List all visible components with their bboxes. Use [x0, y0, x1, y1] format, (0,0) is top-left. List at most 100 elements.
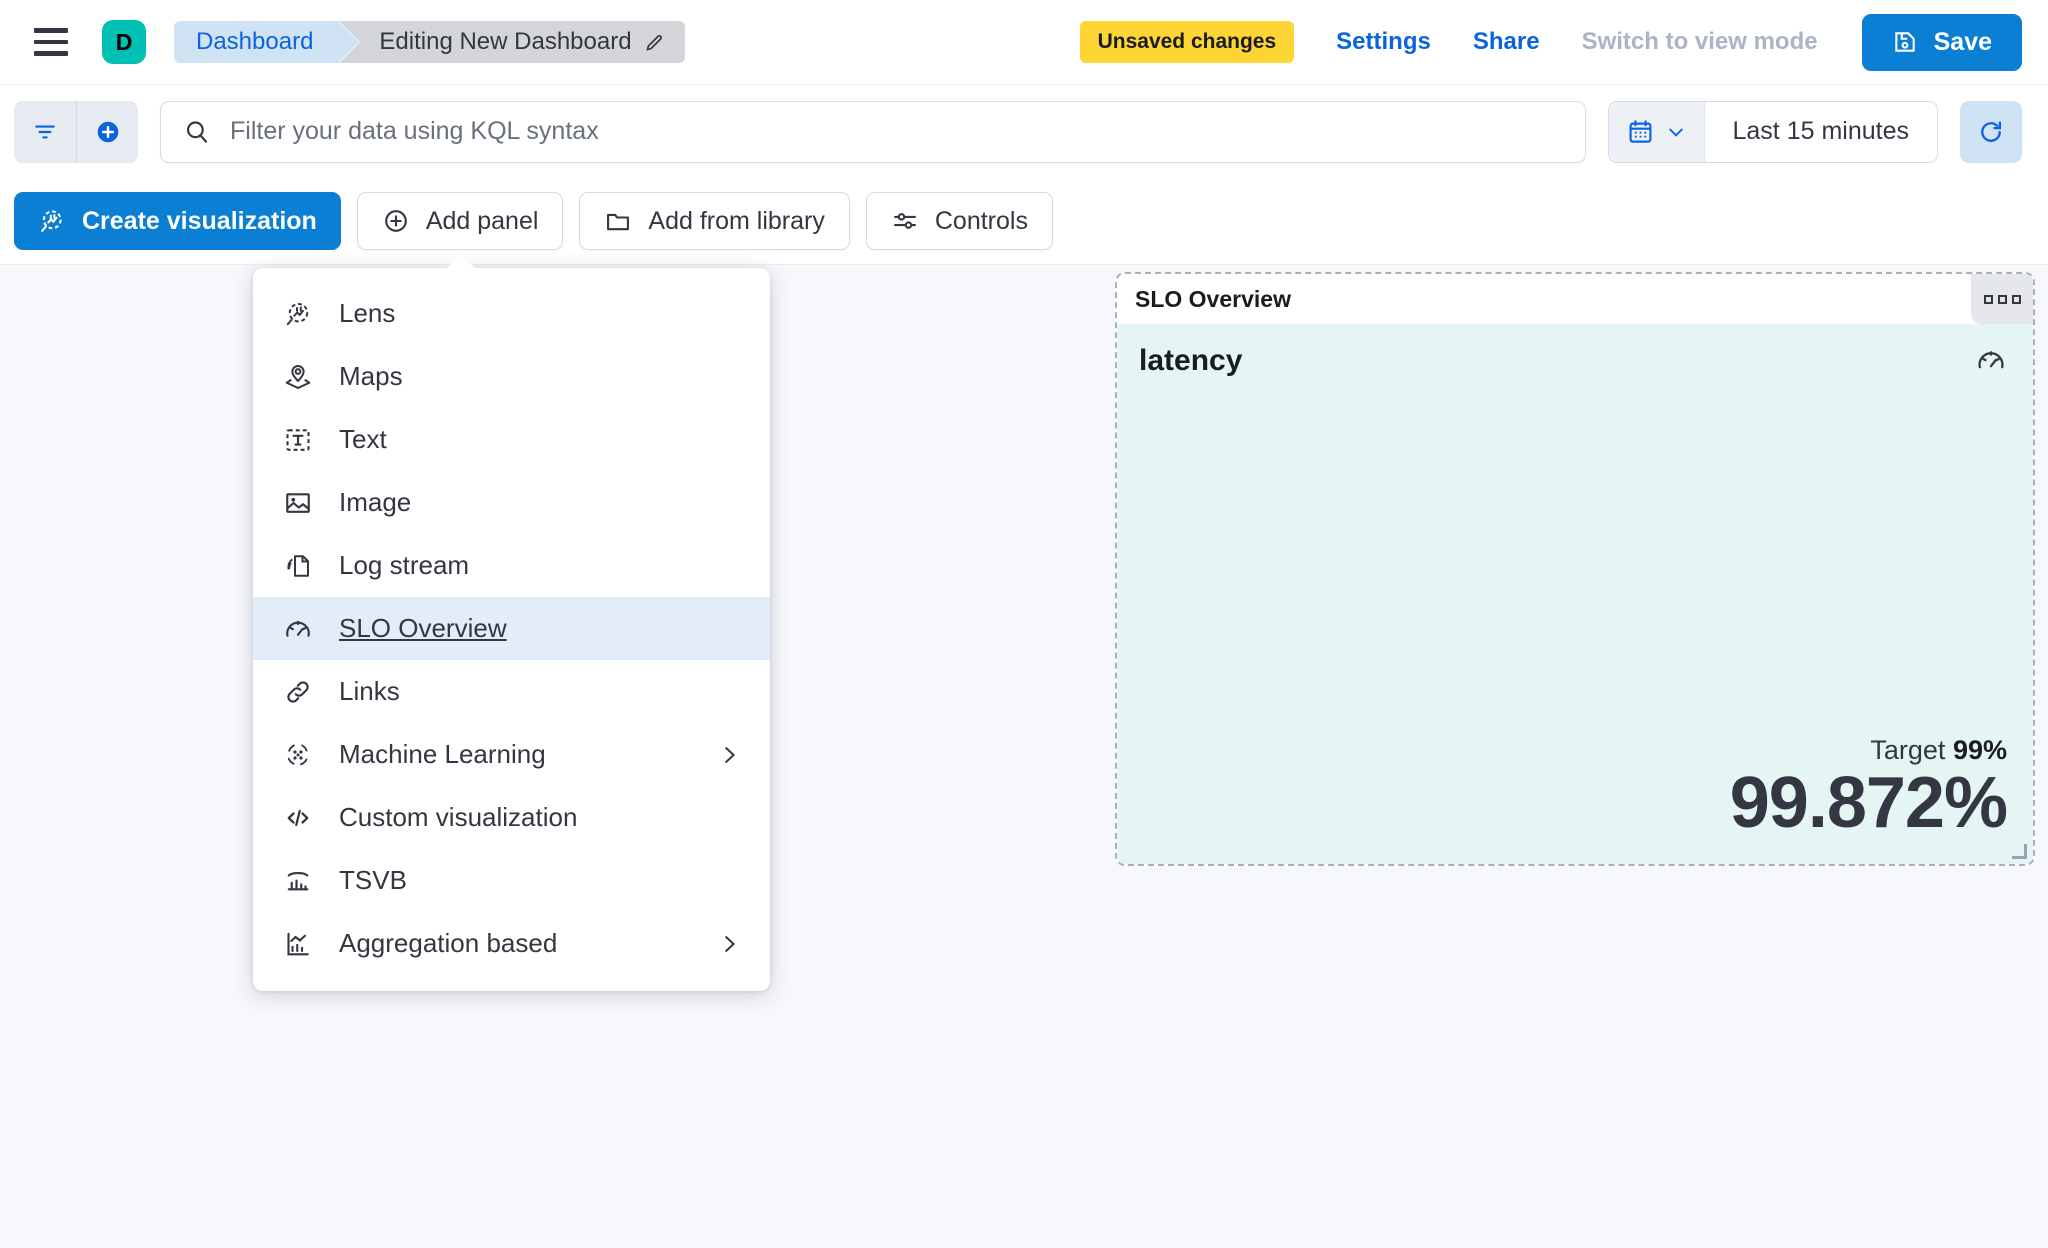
- machine-learning-icon: [287, 744, 308, 765]
- share-link[interactable]: Share: [1472, 28, 1540, 55]
- code-icon: [287, 809, 309, 826]
- panel-header: SLO Overview: [1117, 274, 2033, 324]
- hamburger-bar: [34, 39, 68, 45]
- add-from-library-label: Add from library: [648, 206, 825, 235]
- panel-resize-handle[interactable]: [2012, 844, 2027, 859]
- add-panel-menu: Lens Maps Text Image: [253, 254, 770, 991]
- slo-target-value: 99%: [1952, 735, 2007, 766]
- switch-to-view-mode-link[interactable]: Switch to view mode: [1581, 28, 1818, 55]
- chevron-right-icon: [725, 935, 736, 952]
- menu-item-log-stream[interactable]: Log stream: [253, 534, 770, 597]
- menu-item-label: Links: [339, 676, 400, 706]
- avatar[interactable]: D: [102, 20, 146, 64]
- menu-item-label: Text: [339, 424, 387, 454]
- refresh-icon: [1981, 121, 2002, 142]
- context-menu-square: [2011, 294, 2021, 304]
- date-picker: Last 15 minutes: [1607, 100, 1938, 163]
- search-bar[interactable]: [160, 100, 1586, 163]
- slo-panel-top: latency: [1139, 344, 2007, 378]
- menu-item-label: Log stream: [339, 550, 470, 580]
- query-bar: Last 15 minutes: [0, 85, 2048, 178]
- menu-item-links[interactable]: Links: [253, 660, 770, 723]
- link-icon: [287, 680, 309, 703]
- menu-item-image[interactable]: Image: [253, 471, 770, 534]
- lens-icon: [286, 302, 309, 325]
- text-box-icon: [286, 428, 310, 451]
- context-menu-square: [1997, 294, 2007, 304]
- create-visualization-label: Create visualization: [82, 206, 317, 235]
- save-button[interactable]: Save: [1861, 13, 2022, 71]
- hamburger-menu-icon[interactable]: [30, 21, 72, 63]
- panel-context-menu-icon[interactable]: [1971, 274, 2033, 324]
- menu-item-label: Machine Learning: [339, 739, 546, 769]
- controls-icon: [893, 213, 916, 229]
- breadcrumb-item-editing[interactable]: Editing New Dashboard: [339, 21, 685, 63]
- menu-item-label: SLO Overview: [339, 613, 507, 643]
- create-visualization-button[interactable]: Create visualization: [14, 192, 341, 250]
- dashboard-content: Lens Maps Text Image: [0, 254, 2048, 1248]
- chevron-down-icon: [1668, 128, 1683, 137]
- plus-circle-icon: [97, 121, 118, 142]
- save-button-label: Save: [1933, 27, 1992, 56]
- breadcrumb-label: Editing New Dashboard: [379, 28, 632, 55]
- add-panel-button[interactable]: Add panel: [356, 192, 564, 250]
- breadcrumb: Dashboard Editing New Dashboard: [174, 21, 685, 63]
- filter-options-button[interactable]: [14, 100, 76, 163]
- controls-button[interactable]: Controls: [865, 192, 1053, 250]
- log-stream-icon: [287, 554, 309, 577]
- slo-target: Target 99%: [1139, 735, 2007, 766]
- folder-icon: [607, 213, 630, 231]
- app-header: D Dashboard Editing New Dashboard Unsave…: [0, 0, 2048, 85]
- add-from-library-button[interactable]: Add from library: [579, 192, 850, 250]
- gauge-icon: [286, 620, 310, 637]
- menu-item-label: Maps: [339, 361, 403, 391]
- pencil-icon[interactable]: [644, 32, 665, 53]
- date-quick-select-button[interactable]: [1608, 101, 1705, 162]
- menu-item-label: Aggregation based: [339, 928, 558, 958]
- chevron-right-icon: [725, 746, 736, 763]
- controls-label: Controls: [934, 206, 1028, 235]
- map-pin-layers-icon: [285, 364, 311, 389]
- menu-item-label: Custom visualization: [339, 802, 578, 832]
- settings-link[interactable]: Settings: [1336, 28, 1431, 55]
- menu-item-aggregation-based[interactable]: Aggregation based: [253, 912, 770, 975]
- menu-item-label: Lens: [339, 298, 396, 328]
- slo-panel-body: latency Target 99% 99.872%: [1117, 324, 2033, 864]
- breadcrumb-label: Dashboard: [196, 28, 314, 55]
- menu-item-label: Image: [339, 487, 412, 517]
- date-range-display[interactable]: Last 15 minutes: [1732, 117, 1910, 145]
- aggregation-icon: [287, 932, 309, 955]
- menu-item-machine-learning[interactable]: Machine Learning: [253, 723, 770, 786]
- menu-item-text[interactable]: Text: [253, 408, 770, 471]
- image-icon: [286, 492, 310, 513]
- add-panel-label: Add panel: [425, 206, 539, 235]
- plus-circle-outline-icon: [384, 210, 407, 232]
- status-badge-unsaved-changes[interactable]: Unsaved changes: [1079, 21, 1295, 63]
- slo-current-value: 99.872%: [1729, 763, 2008, 844]
- menu-item-slo-overview[interactable]: SLO Overview: [253, 597, 770, 660]
- header-actions: Unsaved changes Settings Share Switch to…: [1079, 13, 2022, 71]
- menu-item-maps[interactable]: Maps: [253, 345, 770, 408]
- panel-title[interactable]: SLO Overview: [1135, 285, 1291, 312]
- tsvb-icon: [287, 871, 309, 890]
- filter-icon: [35, 125, 55, 138]
- refresh-button[interactable]: [1960, 100, 2022, 163]
- search-input[interactable]: [230, 117, 1563, 146]
- menu-item-label: TSVB: [339, 865, 407, 895]
- menu-item-tsvb[interactable]: TSVB: [253, 849, 770, 912]
- menu-item-lens[interactable]: Lens: [253, 282, 770, 345]
- breadcrumb-item-dashboard[interactable]: Dashboard: [174, 21, 360, 63]
- calendar-icon: [1629, 120, 1651, 143]
- hamburger-bar: [34, 51, 68, 56]
- gauge-icon: [1978, 351, 2004, 369]
- save-disk-icon: [1894, 32, 1915, 52]
- slo-panel-bottom: Target 99% 99.872%: [1139, 735, 2008, 844]
- popover-arrow: [446, 254, 476, 269]
- add-filter-button[interactable]: [76, 100, 138, 163]
- slo-overview-panel[interactable]: SLO Overview latency Target 99%: [1115, 272, 2035, 866]
- dashboard-toolbar: Create visualization Add panel Add from …: [0, 178, 2048, 264]
- context-menu-square: [1983, 294, 1993, 304]
- hamburger-bar: [34, 28, 68, 33]
- slo-name: latency: [1139, 344, 1243, 377]
- menu-item-custom-visualization[interactable]: Custom visualization: [253, 786, 770, 849]
